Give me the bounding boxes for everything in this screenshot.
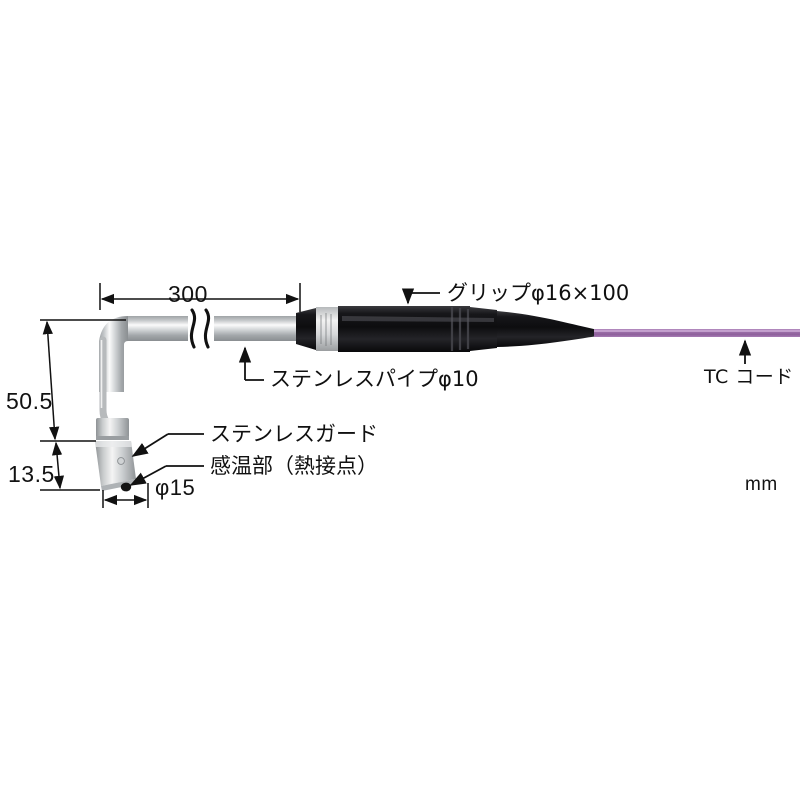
dimension-label-phi15: φ15: [155, 475, 196, 500]
probe-head: [95, 418, 137, 492]
dimension-50-5: [42, 320, 60, 441]
dimension-300: [99, 283, 301, 312]
callout-label-sensing-point: 感温部（熱接点）: [210, 454, 378, 478]
leader-sensing-point: [129, 465, 204, 486]
grip-part: [296, 306, 598, 352]
leader-stainless-guard: [131, 433, 204, 457]
dimension-extensions: [40, 319, 126, 491]
callout-label-tc-cord: TC コード: [704, 366, 794, 388]
probe-body: [95, 306, 800, 492]
dimension-label-50-5: 50.5: [6, 388, 53, 414]
callout-label-stainless-pipe: ステンレスパイプφ10: [270, 367, 479, 391]
callout-leaders: [129, 288, 752, 486]
dimension-label-300: 300: [168, 281, 208, 307]
unit-label: mm: [745, 474, 778, 495]
callout-label-stainless-guard: ステンレスガード: [210, 422, 378, 446]
dimension-phi15: [102, 483, 149, 508]
leader-stainless-pipe: [238, 346, 264, 381]
dimension-13-5: [51, 441, 65, 490]
dimension-lines: [40, 283, 301, 508]
callout-label-grip: グリップφ16×100: [447, 281, 630, 305]
dimension-label-13-5: 13.5: [8, 461, 55, 487]
leader-grip: [401, 288, 440, 305]
tc-cord-part: [594, 329, 800, 337]
